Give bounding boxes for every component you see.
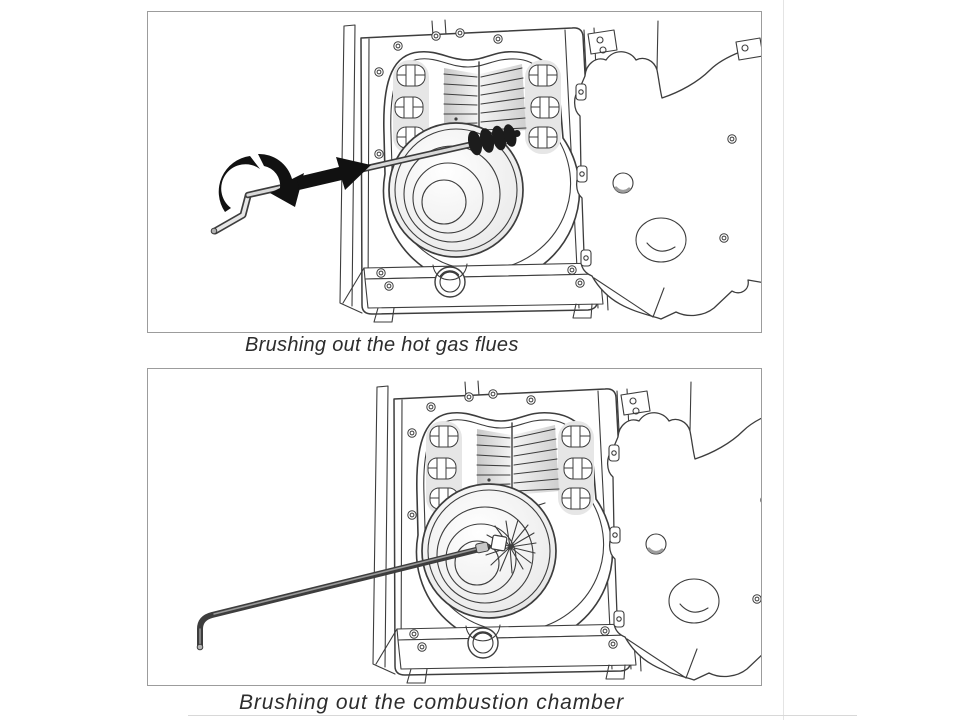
placeholder-guide-vertical (783, 0, 784, 720)
chamber-brush (196, 519, 537, 651)
caption-hot-gas-flues: Brushing out the hot gas flues (245, 334, 519, 356)
caption-combustion-chamber: Brushing out the combustion chamber (239, 691, 625, 714)
hot-gas-flues-illustration (210, 12, 761, 332)
placeholder-guide-horizontal (188, 715, 857, 716)
figure-hot-gas-flues (147, 11, 762, 333)
spiral-brush-head (467, 124, 521, 156)
boiler-heat-exchanger (340, 20, 761, 322)
combustion-chamber-illustration (196, 369, 761, 685)
figure-combustion-chamber (147, 368, 762, 686)
rotation-arrow-icon (218, 153, 304, 212)
insertion-arrow-icon (297, 157, 371, 190)
boiler-heat-exchanger (373, 381, 761, 683)
